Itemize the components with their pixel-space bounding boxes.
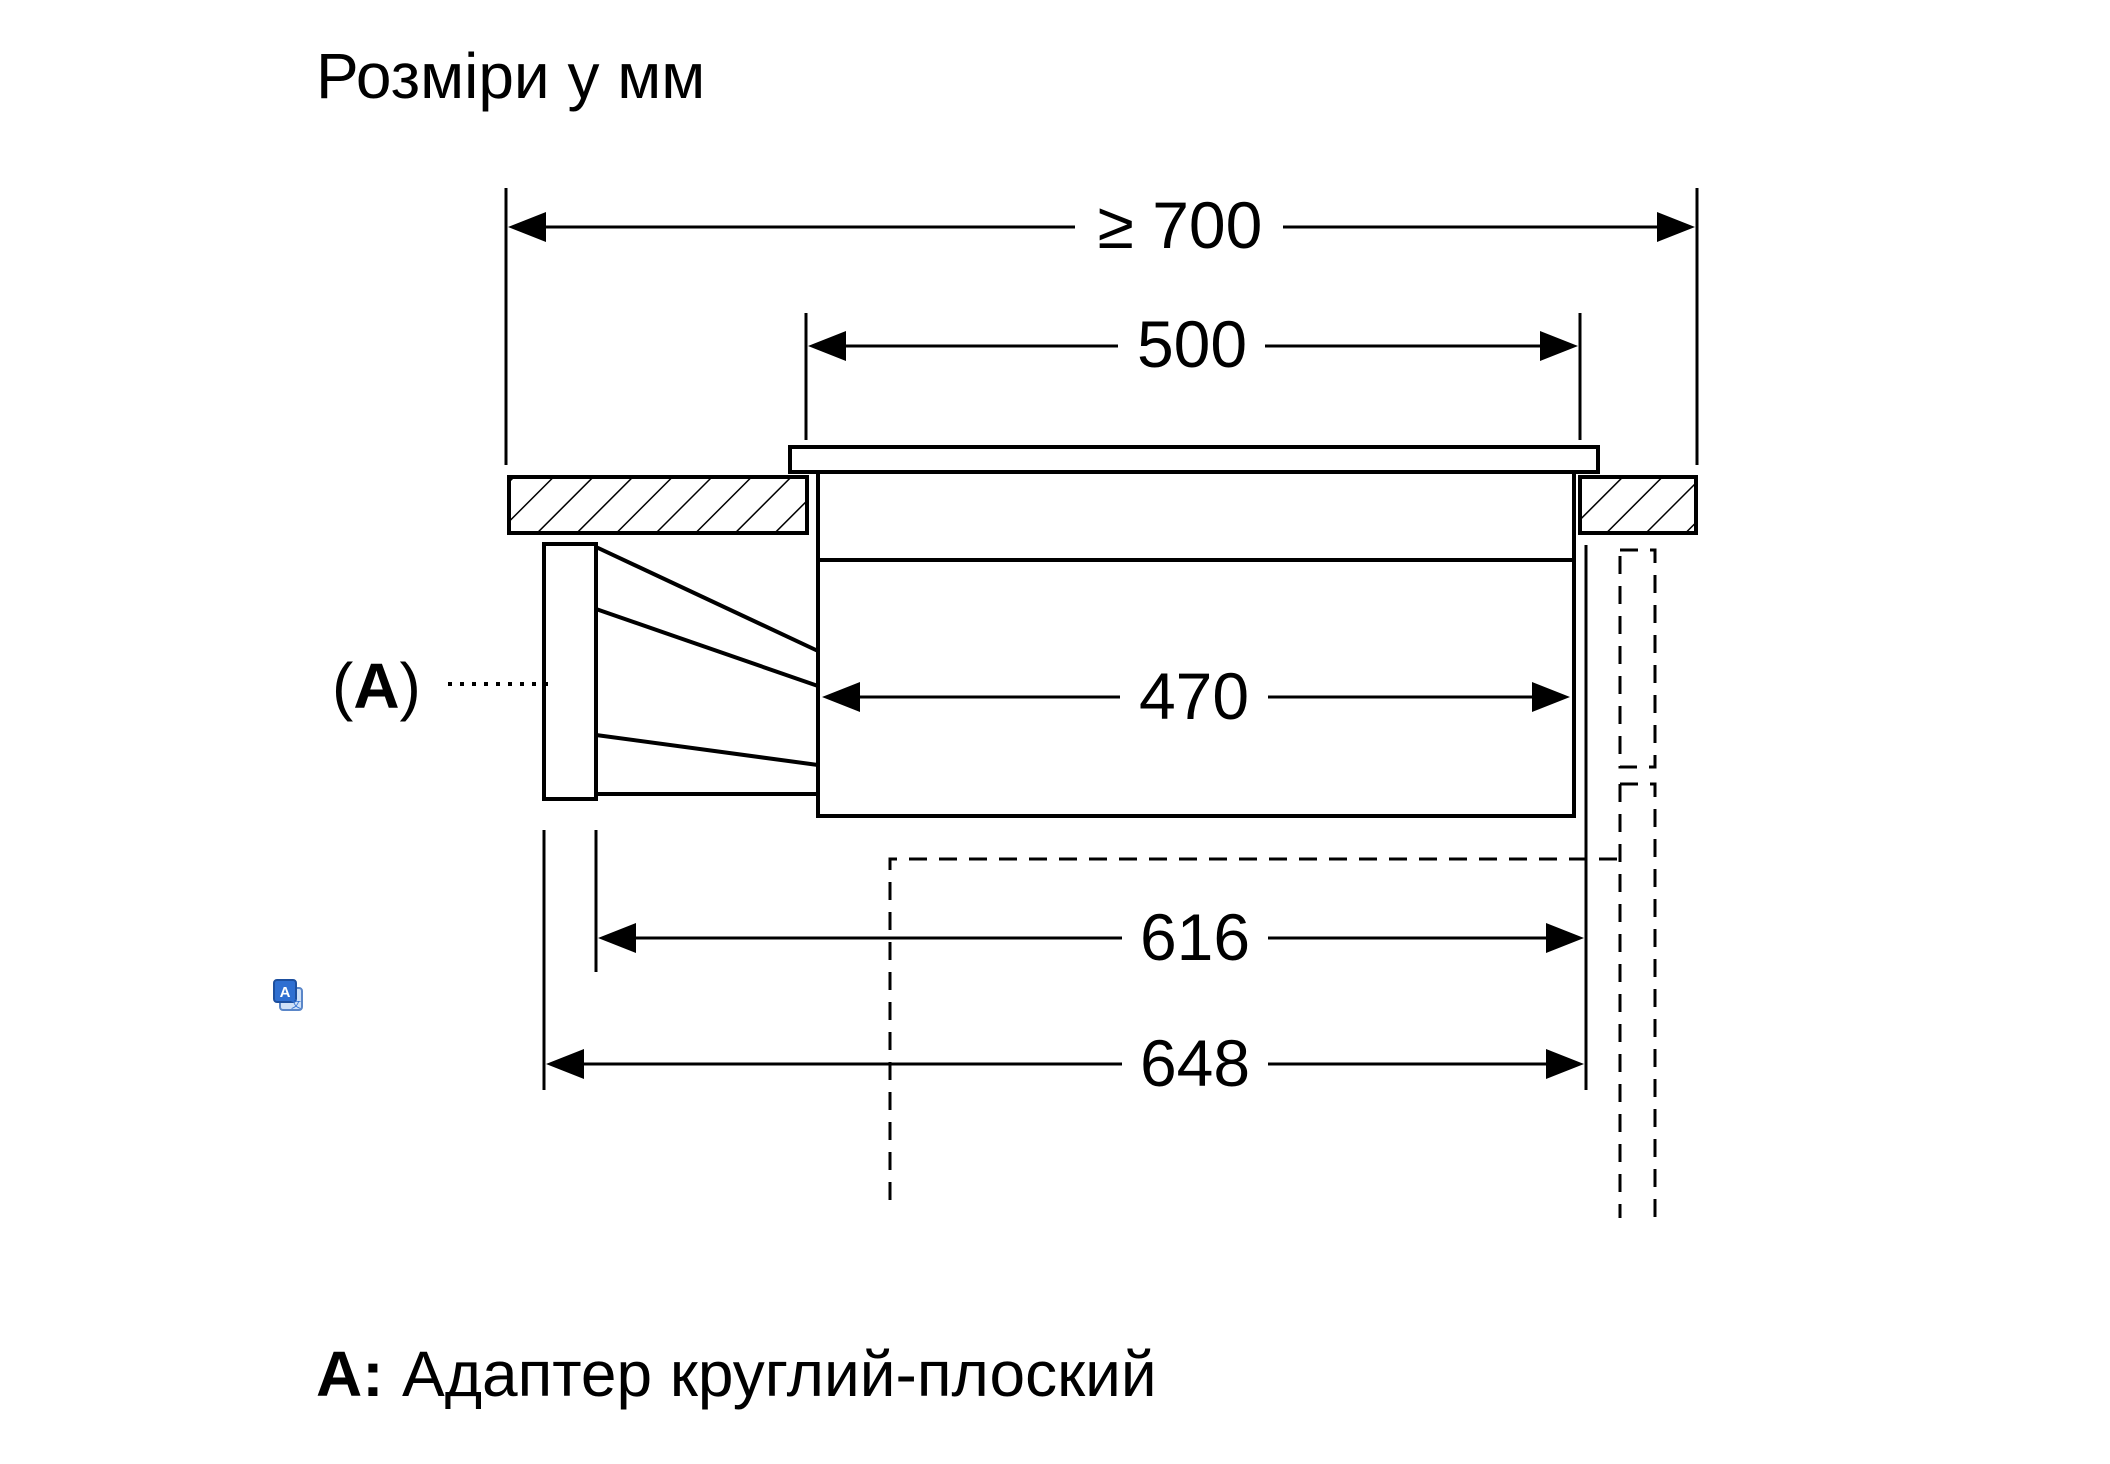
page-title: Розміри у мм — [316, 40, 705, 112]
legend-key: A: — [316, 1338, 384, 1410]
dim-label-700: ≥ 700 — [1098, 188, 1263, 262]
svg-text:文: 文 — [291, 998, 301, 1011]
cabinet-outline-dashed — [888, 548, 1657, 1218]
dim-label-500: 500 — [1137, 307, 1247, 381]
worktop — [507, 475, 1698, 535]
dim-label-470: 470 — [1139, 659, 1249, 733]
hob-glass-top — [788, 445, 1600, 474]
translate-icon[interactable]: A 文 — [273, 979, 303, 1011]
hob-body — [816, 470, 1576, 818]
dim-depth-total: 648 — [546, 1026, 1584, 1100]
dim-overall-width: ≥ 700 — [504, 188, 1699, 465]
callout-marker: (A) — [332, 650, 421, 722]
dim-body-width: 470 — [822, 659, 1570, 733]
legend: A: Адаптер круглий-плоский — [316, 1338, 1157, 1410]
legend-text: Адаптер круглий-плоский — [402, 1338, 1157, 1410]
dim-label-648: 648 — [1140, 1026, 1250, 1100]
dim-label-616: 616 — [1140, 900, 1250, 974]
callout-a: (A) — [332, 650, 556, 722]
svg-text:A: A — [280, 984, 291, 1001]
dim-depth-inner: 616 — [598, 900, 1584, 974]
adapter-round-flat — [542, 542, 819, 801]
dim-cutout-width: 500 — [804, 307, 1582, 440]
